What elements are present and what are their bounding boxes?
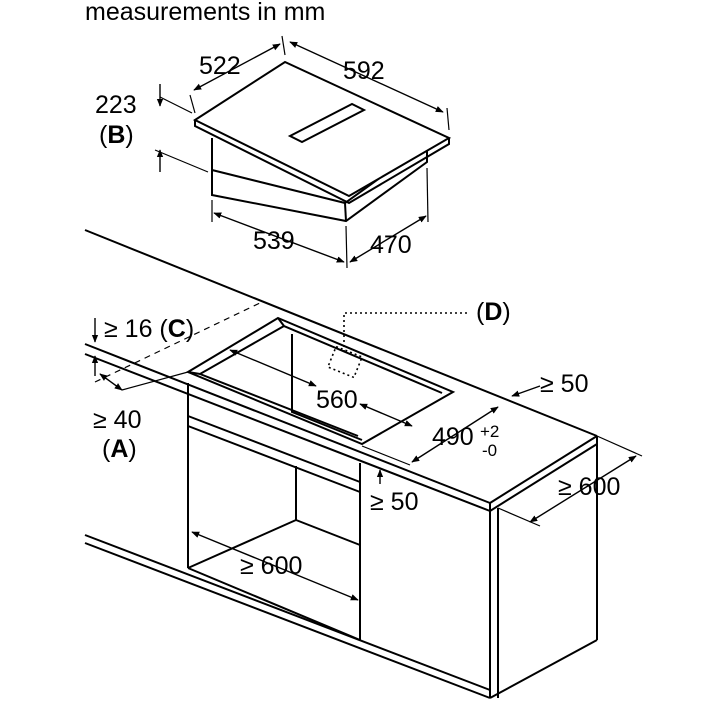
appliance-drawing [192, 60, 452, 223]
tolerance-plus: +2 [480, 422, 499, 441]
ref-d: D [484, 298, 502, 326]
ref-a: A [110, 435, 128, 463]
detail-d-callout [326, 312, 468, 379]
front-gap-label: ≥ 40 [93, 406, 141, 434]
rear-gap-label: ≥ 50 [540, 370, 588, 398]
appliance-dimensions [154, 35, 450, 269]
worktop-cutout [185, 316, 456, 446]
side-gap-label: ≥ 50 [370, 488, 418, 516]
reference-dash-line [94, 301, 263, 383]
cabinet-opening [187, 415, 361, 641]
worktop-thickness-label: ≥ 16 (C) [104, 315, 194, 343]
height-223-label: 223 [95, 91, 137, 119]
thickness-value: ≥ 16 [104, 315, 152, 343]
measurements-title: measurements in mm [85, 0, 325, 26]
cutout-width-560-label: 560 [316, 386, 358, 414]
body-depth-470-label: 470 [370, 231, 412, 259]
front-gap-ref-label: (A) [102, 435, 137, 463]
worktop-dimensions [91, 318, 643, 601]
cutout-depth-490-label: 490 [432, 423, 474, 451]
tolerance-minus: -0 [482, 441, 497, 460]
worktop-cabinet-drawing [84, 229, 598, 699]
cabinet-width-label: ≥ 600 [240, 552, 302, 580]
width-592-label: 592 [343, 57, 385, 85]
height-ref-label: (B) [99, 121, 134, 149]
detail-d-label: (D) [476, 298, 511, 326]
ref-c: C [168, 315, 186, 343]
depth-min-label: ≥ 600 [558, 473, 620, 501]
ref-b: B [107, 121, 125, 149]
body-width-539-label: 539 [253, 227, 295, 255]
depth-522-label: 522 [199, 52, 241, 80]
